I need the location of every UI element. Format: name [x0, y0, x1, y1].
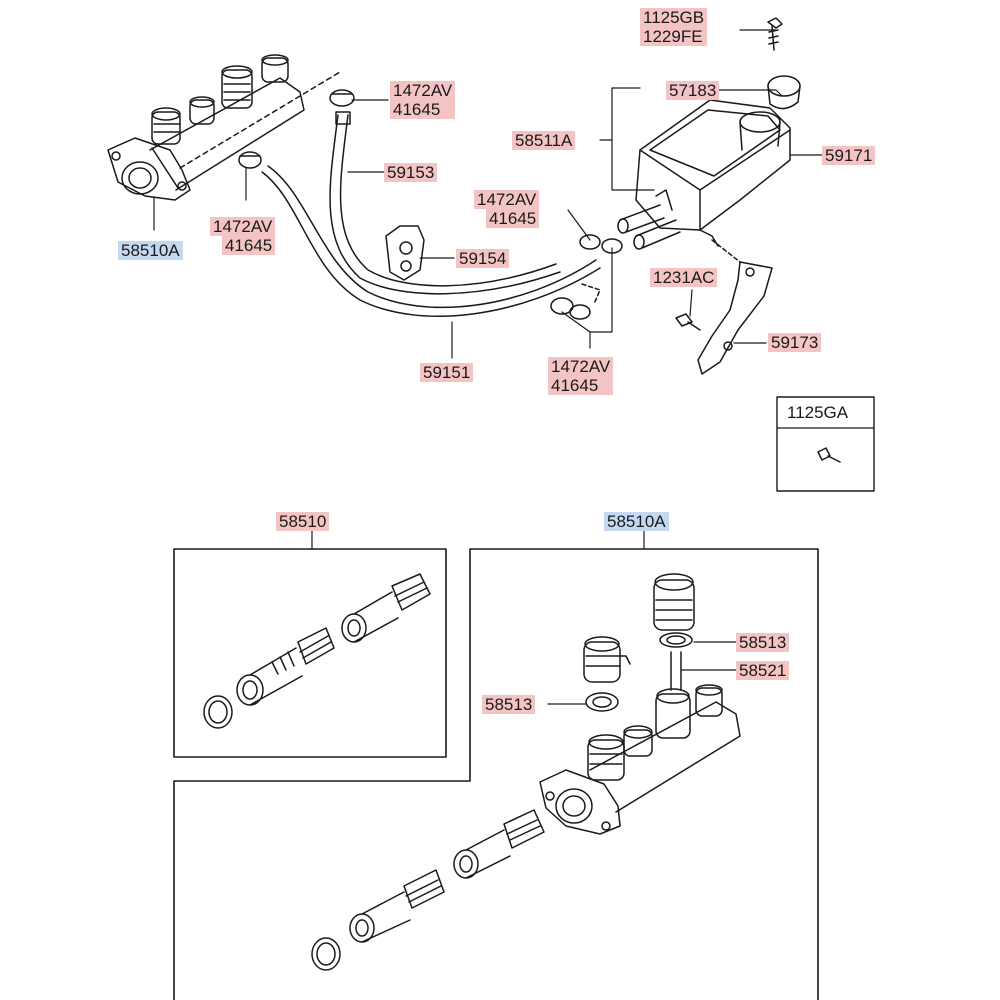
- part-label-57183: 57183: [666, 81, 720, 100]
- bolt-1231AC: [675, 313, 701, 331]
- assembly-label-58510A: 58510A: [604, 512, 669, 531]
- part-label-1472AV: 1472AV: [474, 190, 540, 209]
- bracket-59173: [697, 239, 773, 375]
- part-label-1229FE: 1229FE: [640, 27, 708, 46]
- part-label-59151: 59151: [420, 363, 474, 382]
- part-label-1472AV: 1472AV: [548, 357, 614, 376]
- clip-59154: [385, 225, 425, 281]
- part-label-59171: 59171: [822, 146, 876, 165]
- callout-1472AV-41645-mid: 1472AV 41645: [474, 190, 540, 228]
- bolt-1125GB: [767, 17, 783, 51]
- reservoir-cap-57183: [767, 75, 801, 110]
- leader-lines-bottom: [547, 641, 737, 705]
- callout-1472AV-41645-bottom: 1472AV 41645: [548, 357, 614, 395]
- leader-lines-top: [153, 29, 823, 359]
- part-label-1125GA: 1125GA: [787, 403, 849, 422]
- kit-label-58510: 58510: [276, 512, 330, 531]
- part-label-59153: 59153: [384, 163, 438, 182]
- part-label-58513: 58513: [736, 633, 790, 652]
- master-cylinder-top: [107, 54, 341, 201]
- part-label-41645: 41645: [390, 100, 456, 119]
- assembly-label-58510A: 58510A: [118, 241, 183, 260]
- part-label-41645: 41645: [548, 376, 614, 395]
- part-label-58511A: 58511A: [512, 131, 576, 150]
- part-label-41645: 41645: [485, 209, 540, 228]
- part-label-58513: 58513: [482, 695, 536, 714]
- hose-clamps-mid: [550, 234, 623, 320]
- hose-59151: [261, 165, 601, 317]
- inset-box-1125GA: [776, 396, 875, 492]
- callout-1472AV-41645-left: 1472AV 41645: [210, 217, 276, 255]
- part-label-58521: 58521: [736, 661, 790, 680]
- part-label-1472AV: 1472AV: [210, 217, 276, 236]
- part-label-1472AV: 1472AV: [390, 81, 456, 100]
- kit-box-58510: [173, 530, 447, 758]
- part-label-1125GB: 1125GB: [640, 8, 708, 27]
- reservoir-58511A: [617, 99, 791, 250]
- part-label-59154: 59154: [456, 249, 510, 268]
- part-label-59173: 59173: [768, 333, 822, 352]
- hose-clamps-top: [238, 89, 355, 169]
- hose-59153: [329, 111, 561, 295]
- part-label-41645: 41645: [221, 236, 276, 255]
- callout-1472AV-41645-top: 1472AV 41645: [390, 81, 456, 119]
- callout-1125GB-1229FE: 1125GB 1229FE: [640, 8, 708, 46]
- assembly-box-58510A: [173, 530, 819, 1000]
- part-label-1231AC: 1231AC: [650, 268, 718, 287]
